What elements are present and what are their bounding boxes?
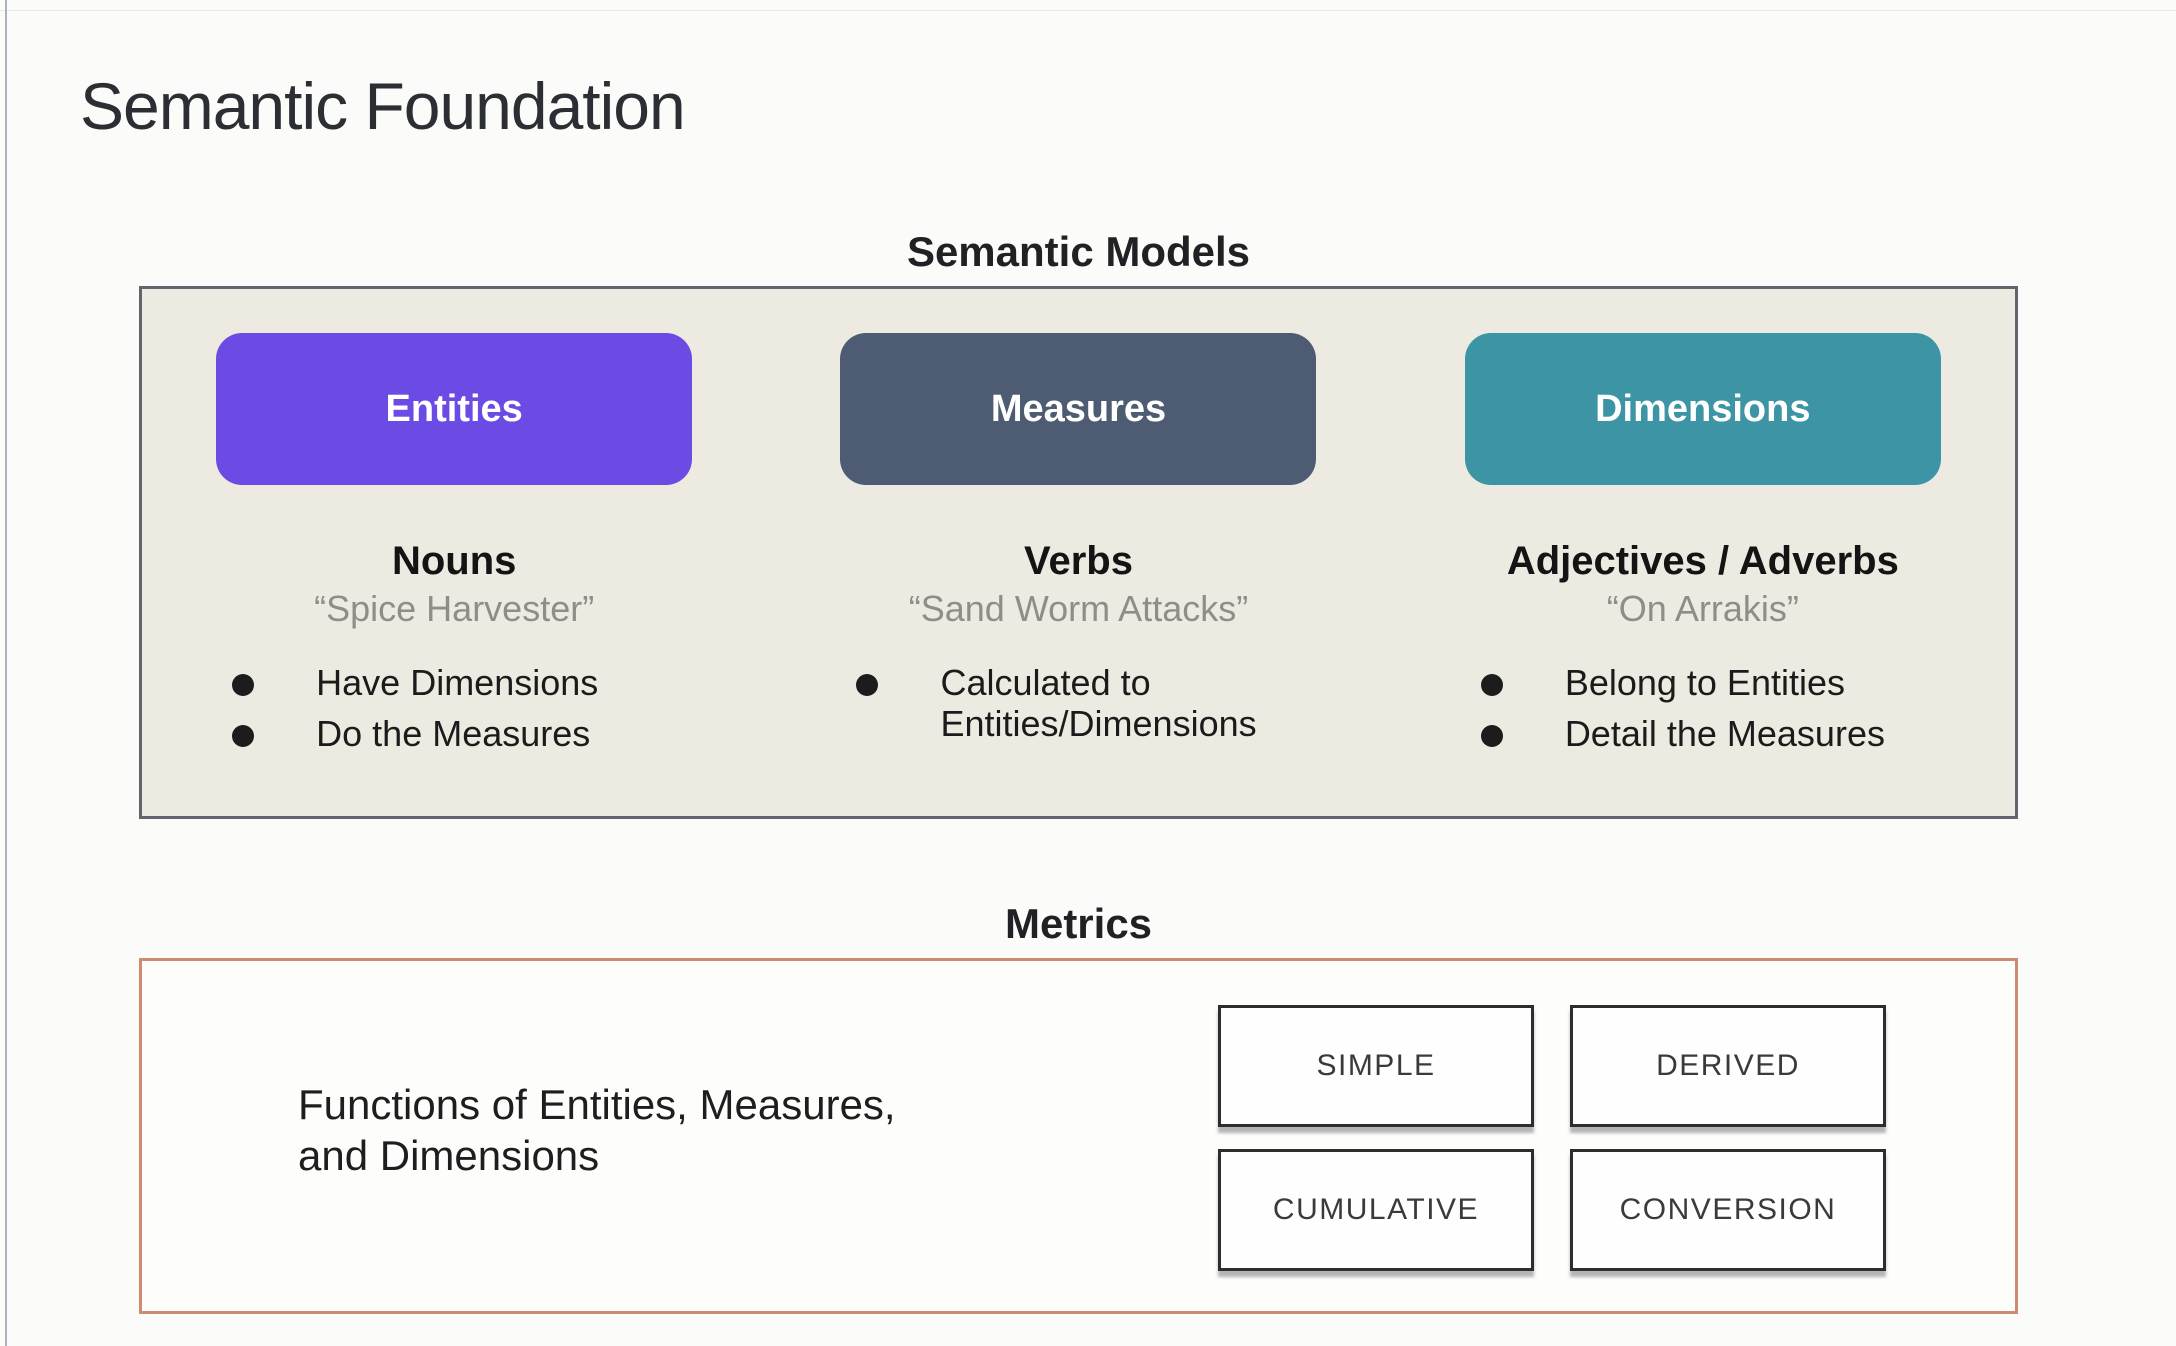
measures-pill: Measures — [840, 333, 1317, 485]
dimensions-role-label: Adjectives / Adverbs — [1506, 539, 1899, 583]
metric-type-derived: DERIVED — [1570, 1005, 1886, 1127]
metrics-description: Functions of Entities, Measures, and Dim… — [298, 1079, 896, 1181]
metrics-description-line1: Functions of Entities, Measures, — [298, 1081, 896, 1128]
bullet-icon — [232, 725, 255, 748]
bullet-icon — [856, 674, 879, 696]
measures-column: Measures Verbs “Sand Worm Attacks” Calcu… — [766, 289, 1390, 816]
list-item: Do the Measures — [224, 713, 684, 754]
metrics-panel: Functions of Entities, Measures, and Dim… — [139, 958, 2018, 1314]
metric-type-simple: SIMPLE — [1218, 1005, 1534, 1127]
measures-role-label: Verbs — [1024, 539, 1133, 583]
dimensions-column: Dimensions Adjectives / Adverbs “On Arra… — [1391, 289, 2015, 816]
window-top-border — [0, 10, 2176, 11]
bullet-text: Detail the Measures — [1564, 713, 1885, 755]
entities-bullet-list: Have Dimensions Do the Measures — [224, 662, 684, 755]
measures-bullet-list: Calculated to Entities/Dimensions — [848, 662, 1308, 745]
metrics-description-line2: and Dimensions — [298, 1132, 600, 1180]
bullet-icon — [1480, 725, 1503, 748]
entities-example-quote: “Spice Harvester” — [314, 588, 595, 629]
list-item: Have Dimensions — [224, 662, 684, 703]
semantic-models-heading: Semantic Models — [906, 228, 1251, 275]
window-left-border — [5, 0, 7, 1346]
list-item: Detail the Measures — [1473, 713, 1933, 754]
metric-type-grid: SIMPLE DERIVED CUMULATIVE CONVERSION — [1218, 1005, 1886, 1271]
dimensions-pill: Dimensions — [1464, 333, 1941, 485]
bullet-icon — [1480, 674, 1503, 696]
metric-type-conversion: CONVERSION — [1570, 1149, 1886, 1271]
entities-pill: Entities — [216, 333, 693, 485]
list-item: Belong to Entities — [1473, 662, 1933, 703]
entities-role-label: Nouns — [391, 539, 517, 583]
semantic-models-panel: Entities Nouns “Spice Harvester” Have Di… — [139, 286, 2018, 819]
bullet-icon — [232, 674, 255, 696]
bullet-text: Belong to Entities — [1564, 662, 1845, 703]
bullet-text: Have Dimensions — [316, 662, 599, 703]
metric-type-cumulative: CUMULATIVE — [1218, 1149, 1534, 1271]
bullet-text: Do the Measures — [316, 713, 591, 755]
dimensions-bullet-list: Belong to Entities Detail the Measures — [1473, 662, 1933, 755]
slide-title: Semantic Foundation — [80, 69, 686, 143]
bullet-text: Calculated to Entities/Dimensions — [940, 662, 1257, 745]
metrics-heading: Metrics — [1004, 900, 1153, 947]
measures-example-quote: “Sand Worm Attacks” — [908, 588, 1249, 629]
dimensions-example-quote: “On Arrakis” — [1606, 588, 1799, 629]
entities-column: Entities Nouns “Spice Harvester” Have Di… — [142, 289, 766, 816]
list-item: Calculated to Entities/Dimensions — [848, 662, 1308, 745]
